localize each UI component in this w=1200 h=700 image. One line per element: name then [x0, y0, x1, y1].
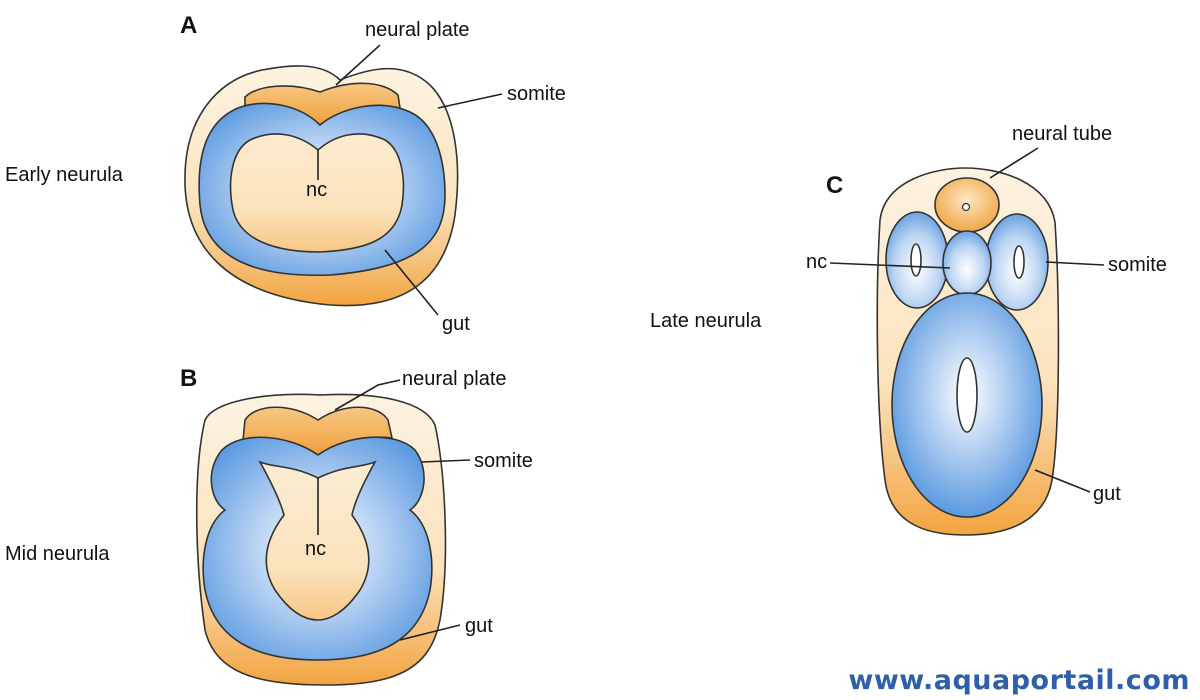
- panel-c-gut-label: gut: [1093, 483, 1121, 505]
- panel-a-somite-ring: [198, 102, 446, 277]
- panel-c-gut-lumen: [956, 357, 978, 433]
- panel-a-letter: A: [180, 12, 197, 39]
- panel-a-somite-label: somite: [507, 83, 566, 105]
- panel-c-gut-leader: [1034, 469, 1091, 493]
- watermark: www.aquaportail.com: [848, 665, 1190, 696]
- panel-b-letter: B: [180, 365, 197, 392]
- panel-b-nc-label: nc: [305, 538, 326, 560]
- panel-b: B Mid neurula neural plate somite nc gut: [5, 365, 533, 686]
- panel-c-somite-label: somite: [1108, 254, 1167, 276]
- panel-b-somite-label: somite: [474, 450, 533, 472]
- panel-a-gut-leader: [384, 249, 439, 316]
- panel-a-neural-plate-leader: [335, 44, 381, 86]
- panel-a-stage-label: Early neurula: [5, 164, 124, 186]
- panel-a-neural-plate-label: neural plate: [365, 19, 470, 41]
- panel-c-stage-label: Late neurula: [650, 310, 762, 332]
- panel-c-nc-label: nc: [806, 251, 827, 273]
- panel-b-gut-label: gut: [465, 615, 493, 637]
- panel-b-neural-plate-label: neural plate: [402, 368, 507, 390]
- panel-c-nc-leader: [829, 262, 951, 269]
- panel-c-somite-right-cavity: [1013, 245, 1025, 279]
- panel-b-stage-label: Mid neurula: [5, 543, 110, 565]
- panel-b-somite-leader: [421, 459, 471, 463]
- panel-a-nc-label: nc: [306, 179, 327, 201]
- panel-c-somite-left-cavity: [910, 243, 922, 277]
- panel-b-gut-leader: [399, 624, 461, 641]
- panel-a: A Early neurula neural plate somite nc g…: [5, 12, 566, 335]
- panel-c-neural-tube-leader: [989, 147, 1039, 179]
- panel-a-gut-label: gut: [442, 313, 470, 335]
- panel-c: C Late neurula neural tube nc somite gut: [650, 123, 1167, 536]
- panel-b-neural-plate-leader: [334, 379, 401, 411]
- panel-a-somite-leader: [437, 93, 503, 109]
- panel-c-neural-tube-label: neural tube: [1012, 123, 1112, 145]
- panel-c-neural-tube-lumen: [961, 202, 971, 212]
- panel-c-notochord: [942, 230, 992, 296]
- panel-b-somite-ring: [202, 436, 433, 661]
- panel-c-letter: C: [826, 172, 843, 199]
- panel-c-somite-leader: [1045, 261, 1105, 266]
